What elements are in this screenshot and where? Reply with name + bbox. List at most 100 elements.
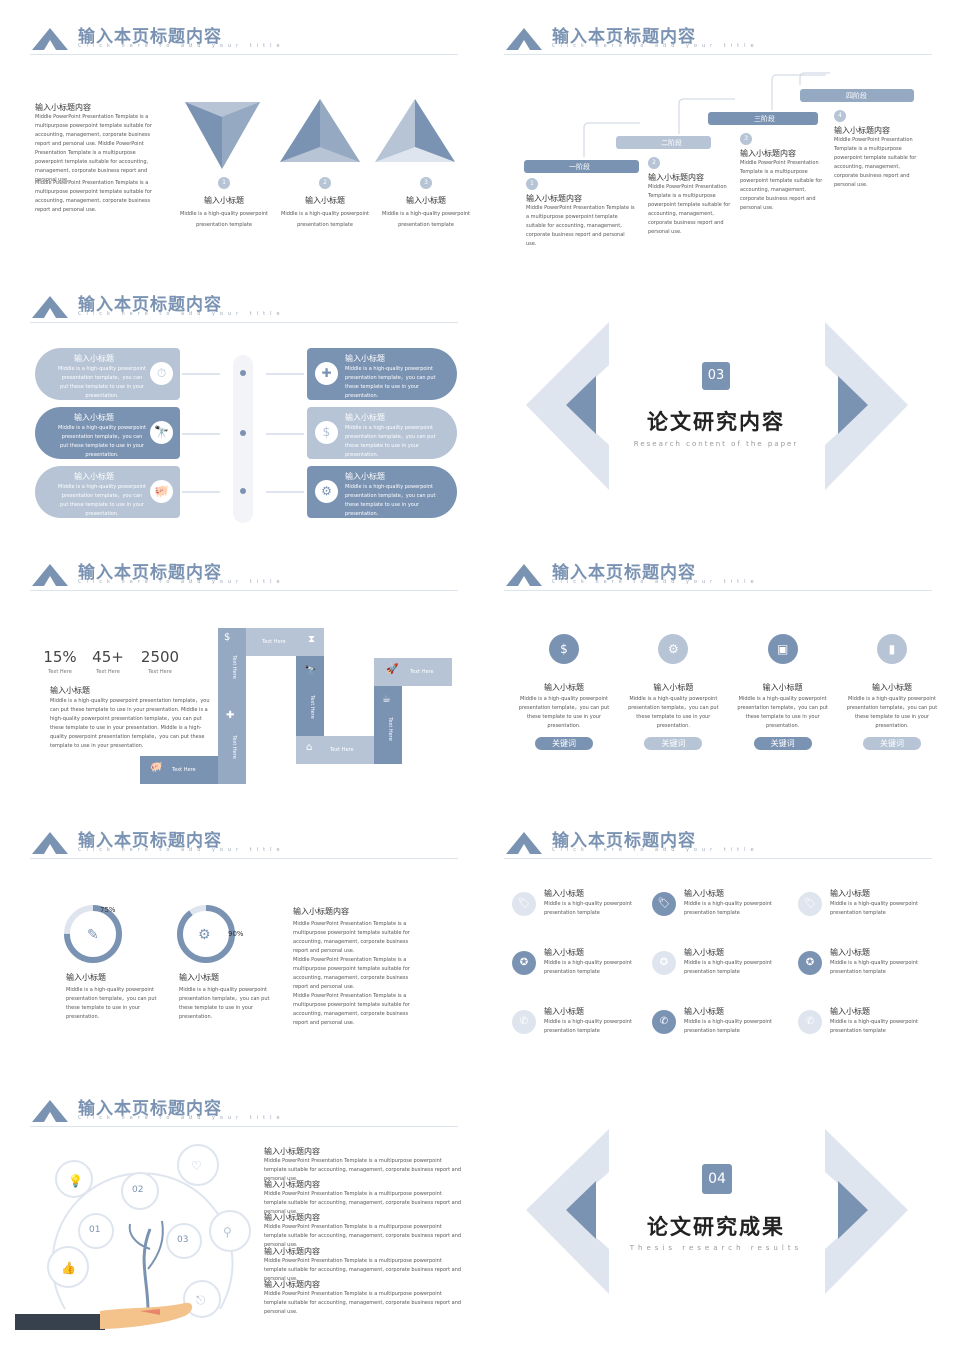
slide-2: 输入本页标题内容 Click here to add your title 一阶… <box>504 2 960 264</box>
number-badge: 1 <box>218 177 230 189</box>
badge-icon: ✪ <box>652 951 676 975</box>
step-item: 3 输入小标题内容 Middle PowerPoint Presentation… <box>740 133 830 213</box>
card-title: 输入小标题 <box>74 472 114 481</box>
feature-item: ▣ 输入小标题 Middle is a high-quality powerpo… <box>737 634 829 750</box>
svg-text:💡: 💡 <box>68 1174 83 1188</box>
tag-icon: 🏷 <box>512 892 536 916</box>
stat-label: Text Here <box>148 669 172 675</box>
divider <box>504 858 932 859</box>
divider <box>30 1126 458 1127</box>
spine-dot <box>240 430 246 436</box>
keyword-pill[interactable]: 关键词 <box>753 737 812 750</box>
slide-header: 输入本页标题内容 Click here to add your title <box>30 2 504 55</box>
s5-para: Middle is a high-quality powerpoint pres… <box>50 698 210 749</box>
svg-text:✎: ✎ <box>87 927 99 943</box>
phone-icon: ✆ <box>512 1010 536 1034</box>
item-card: $ 输入小标题 Middle is a high-quality powerpo… <box>307 407 457 459</box>
card-text: Middle is a high-quality powerpoint pres… <box>345 484 436 517</box>
item-card: 输入小标题 Middle is a high-quality powerpoin… <box>35 348 180 400</box>
svg-text:♡: ♡ <box>191 1159 202 1173</box>
section-number: 03 <box>702 362 730 390</box>
feature-title: 输入小标题 <box>871 683 912 692</box>
telescope-icon: 🔭 <box>148 419 175 446</box>
feature-item: ⚙ 输入小标题 Middle is a high-quality powerpo… <box>627 634 719 750</box>
path-block: ☕Text Here <box>374 686 402 764</box>
step-text: Middle PowerPoint Presentation Template … <box>648 184 731 235</box>
number-badge: 3 <box>420 177 432 189</box>
card-text: Middle is a high-quality powerpoint pres… <box>58 484 146 517</box>
ring-title: 输入小标题 <box>179 973 219 982</box>
keyword-pill[interactable]: 关键词 <box>862 737 921 750</box>
feature-item: ▮ 输入小标题 Middle is a high-quality powerpo… <box>846 634 938 750</box>
keyword-pill[interactable]: 关键词 <box>535 737 593 750</box>
slide-6: 输入本页标题内容 Click here to add your title $ … <box>504 538 960 800</box>
stat-label: Text Here <box>48 669 72 675</box>
logo-triangle-icon <box>506 564 542 586</box>
ring-item: 输入小标题 Middle is a high-quality powerpoin… <box>179 972 271 1022</box>
feature-text: Middle is a high-quality powerpoint pres… <box>628 696 719 729</box>
item-text: Middle is a high-quality powerpoint pres… <box>281 211 369 228</box>
item-card: 输入小标题 Middle is a high-quality powerpoin… <box>35 407 180 459</box>
card-text: Middle is a high-quality powerpoint pres… <box>58 366 146 399</box>
logo-triangle-icon <box>32 28 68 50</box>
card-title: 输入小标题 <box>345 413 385 422</box>
card-text: Middle is a high-quality powerpoint pres… <box>345 425 436 458</box>
slide-header: 输入本页标题内容 Click here to add your title <box>30 1074 504 1127</box>
hourglass-icon: ⧗ <box>308 634 316 645</box>
stat-label: Text Here <box>96 669 120 675</box>
feature-text: Middle is a high-quality powerpoint pres… <box>737 696 828 729</box>
tag-icon: 🏷 <box>652 892 676 916</box>
svg-text:⚙: ⚙ <box>198 927 211 943</box>
s5-heading: 输入小标题 <box>50 686 90 695</box>
page-subtitle: Click here to add your title <box>552 43 759 49</box>
s7-para: Middle PowerPoint Presentation Template … <box>293 993 410 1026</box>
section-subtitle: Thesis research results <box>629 1244 803 1252</box>
step-label: 二阶段 <box>661 139 682 147</box>
s7-para: Middle PowerPoint Presentation Template … <box>293 957 410 990</box>
bar-chart-icon: ▮ <box>876 634 907 664</box>
page-subtitle: Click here to add your title <box>78 847 285 853</box>
stat: 15% Text Here <box>40 648 80 675</box>
slide-1: 输入本页标题内容 Click here to add your title 输入… <box>30 2 504 264</box>
keyword-pill[interactable]: 关键词 <box>644 737 703 750</box>
logo-triangle-icon <box>32 1100 68 1122</box>
slide-header: 输入本页标题内容 Click here to add your title <box>504 806 960 859</box>
stopwatch-icon: ⏱ <box>148 360 175 387</box>
spine-dot <box>240 370 246 376</box>
ring-title: 输入小标题 <box>66 973 106 982</box>
slide-header: 输入本页标题内容 Click here to add your title <box>504 538 960 591</box>
feature-title: 输入小标题 <box>653 683 694 692</box>
section-title: 论文研究内容 <box>647 410 785 434</box>
gears-icon: ⚙ <box>658 634 689 664</box>
folder-icon: ▣ <box>767 634 798 664</box>
inverted-pyramid-icon <box>185 102 260 169</box>
page-subtitle: Click here to add your title <box>78 43 285 49</box>
path-block: 🚀Text Here <box>374 658 452 686</box>
item-text: Middle is a high-quality powerpoint pres… <box>180 211 268 228</box>
step-label: 四阶段 <box>846 92 867 100</box>
svg-text:⚲: ⚲ <box>223 1225 232 1239</box>
logo-triangle-icon <box>32 564 68 586</box>
card-title: 输入小标题 <box>345 354 385 363</box>
money-icon: $ <box>224 632 231 643</box>
divider <box>30 54 458 55</box>
divider <box>30 322 458 323</box>
ring-chart-75: ✎ <box>64 905 122 963</box>
spine-dot <box>240 488 246 494</box>
feature-text: Middle is a high-quality powerpoint pres… <box>846 696 938 729</box>
number-badge: 1 <box>526 178 538 190</box>
slide-8: 输入本页标题内容 Click here to add your title 🏷输… <box>504 806 960 1068</box>
item-text: Middle is a high-quality powerpoint pres… <box>382 211 470 228</box>
cup-icon: ☕ <box>382 694 391 705</box>
s1-item: 1 输入小标题 Middle is a high-quality powerpo… <box>180 177 268 231</box>
page-title: 输入本页标题内容 <box>78 295 222 315</box>
step-text: Middle PowerPoint Presentation Template … <box>740 160 823 211</box>
rocket-icon: 🚀 <box>386 664 399 675</box>
page-subtitle: Click here to add your title <box>78 579 285 585</box>
